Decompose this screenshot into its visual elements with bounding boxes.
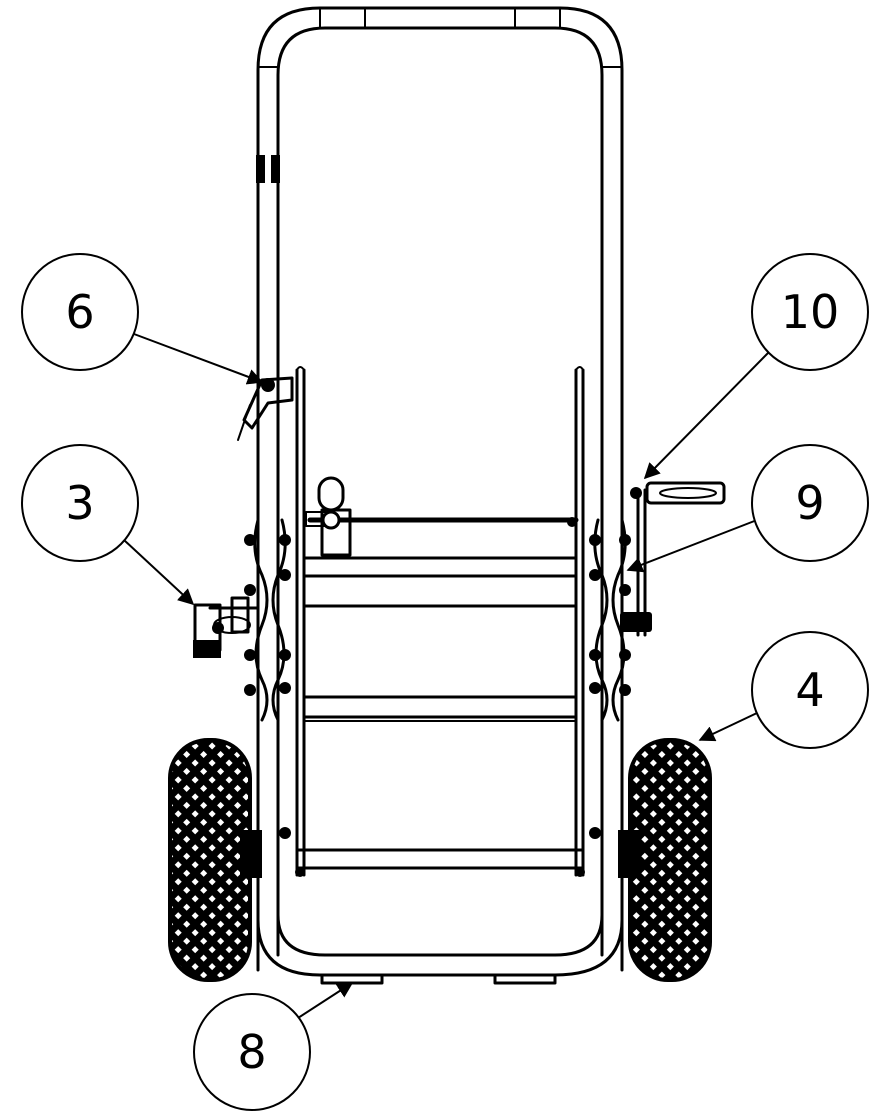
crank-handle (620, 481, 726, 637)
wheel-right (618, 738, 712, 982)
bolt (279, 682, 291, 694)
bolt (589, 649, 601, 661)
callout-9: 9 (751, 444, 869, 562)
reel-assembly (244, 366, 631, 877)
bolt (589, 534, 601, 546)
grip-band-right (271, 155, 280, 183)
callout-3: 3 (21, 444, 139, 562)
swivel-fitting (305, 476, 352, 557)
wheel-left (168, 738, 262, 982)
bolt (244, 649, 256, 661)
grip-band-left (256, 155, 265, 183)
leader-lines (123, 333, 769, 1019)
bolt (619, 584, 631, 596)
bolt (279, 649, 291, 661)
callout-6-label: 6 (65, 285, 94, 339)
callout-4-label: 4 (795, 663, 824, 717)
callout-8: 8 (193, 993, 311, 1111)
bolt (567, 517, 577, 527)
callout-3-label: 3 (65, 476, 94, 530)
bolt (589, 569, 601, 581)
bolt (279, 534, 291, 546)
bolt (244, 684, 256, 696)
hose-bracket (193, 596, 260, 658)
callout-10: 10 (751, 253, 869, 371)
bolt (295, 867, 305, 877)
bolt (619, 534, 631, 546)
bolt (244, 534, 256, 546)
bolt (589, 827, 601, 839)
callout-4: 4 (751, 631, 869, 749)
cart-frame (256, 6, 624, 977)
bolt (279, 827, 291, 839)
bolt (244, 584, 256, 596)
bolt (589, 682, 601, 694)
bolt (619, 649, 631, 661)
bolt (279, 569, 291, 581)
bolt (619, 684, 631, 696)
callout-6: 6 (21, 253, 139, 371)
callout-10-label: 10 (781, 285, 840, 339)
callout-9-label: 9 (795, 476, 824, 530)
spray-gun (237, 376, 294, 441)
callout-8-label: 8 (237, 1025, 266, 1079)
bolt (575, 867, 585, 877)
